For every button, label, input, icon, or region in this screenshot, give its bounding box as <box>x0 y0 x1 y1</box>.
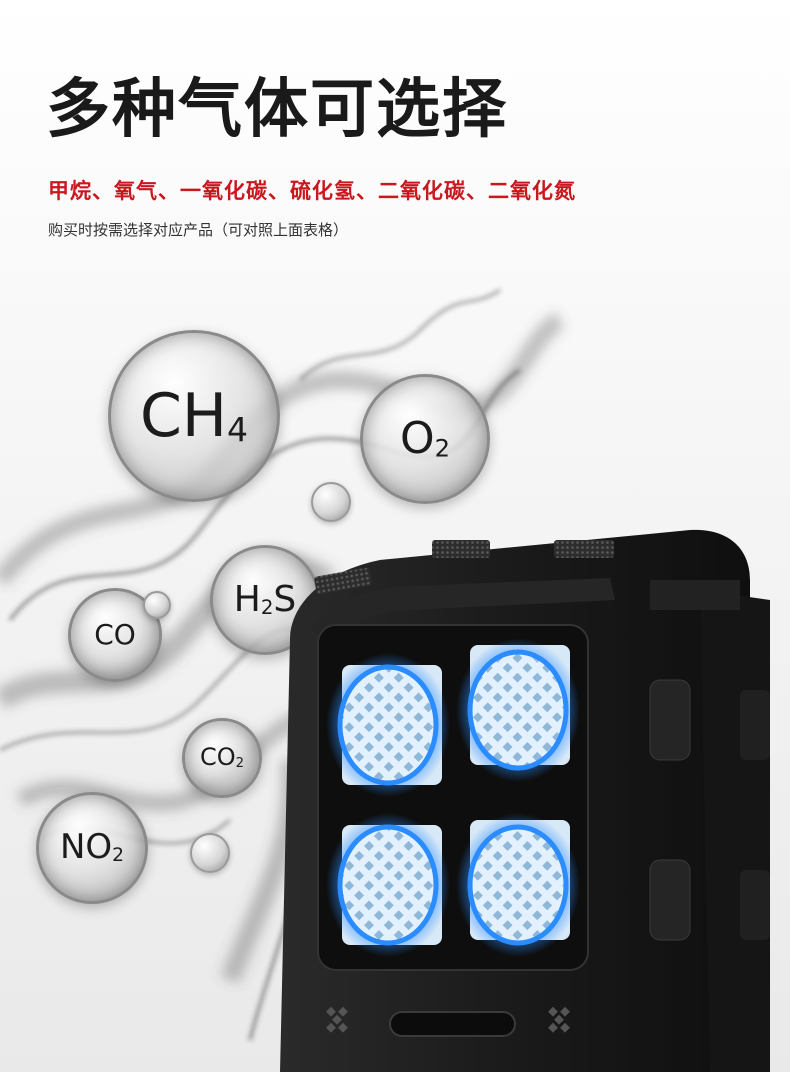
gas-bubble-no2: NO2 <box>36 792 148 904</box>
small-bubble <box>190 833 230 873</box>
gas-subscript: 2 <box>235 756 245 772</box>
gas-bubble-ch4: CH4 <box>108 330 280 502</box>
small-bubble <box>143 591 171 619</box>
gas-bubble-co2: CO2 <box>182 718 262 798</box>
purchase-note: 购买时按需选择对应产品（可对照上面表格） <box>48 221 349 239</box>
gas-label: CO <box>94 618 136 651</box>
gas-label: CO <box>199 743 236 772</box>
gas-label: NO <box>59 827 113 868</box>
gas-subscript: 2 <box>434 434 451 463</box>
small-bubble <box>311 482 351 522</box>
gas-label: CH <box>139 381 227 451</box>
gas-label: H <box>233 579 261 620</box>
gas-subscript: 4 <box>227 409 248 449</box>
gas-subscript: 2 <box>112 845 125 867</box>
gas-subscript: 2 <box>260 595 274 619</box>
gas-label: O <box>399 413 435 464</box>
gas-list-subtitle: 甲烷、氧气、一氧化碳、硫化氢、二氧化碳、二氧化氮 <box>48 179 576 203</box>
gas-label-tail: S <box>273 579 297 620</box>
gas-bubble-o2: O2 <box>360 374 490 504</box>
gas-detector-device <box>280 529 770 1072</box>
page-title: 多种气体可选择 <box>46 73 508 147</box>
